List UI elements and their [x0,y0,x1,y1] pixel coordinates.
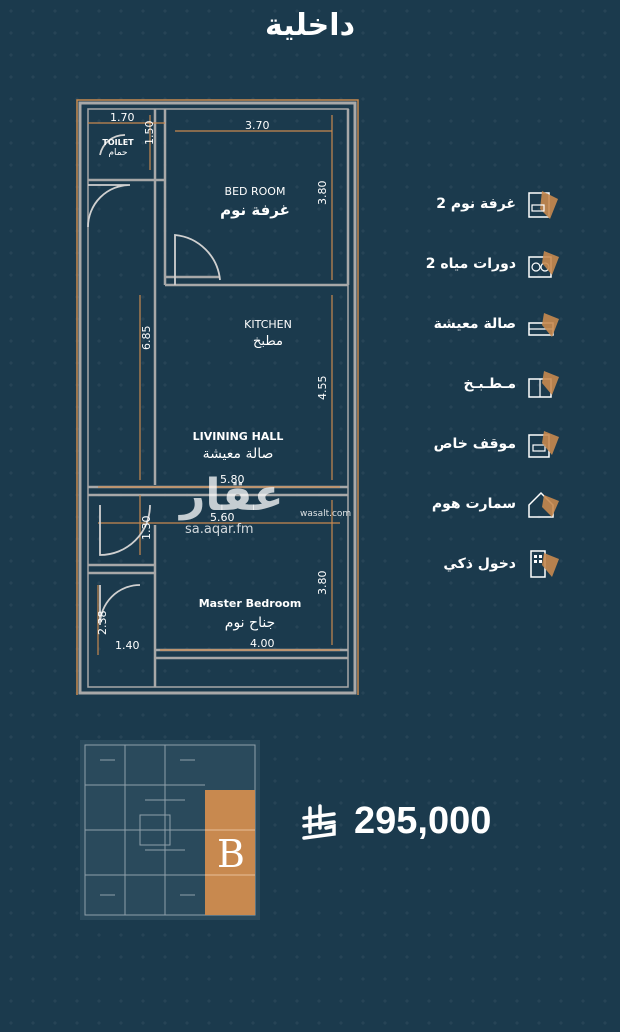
dim-3-70: 3.70 [245,119,270,132]
bathroom-icon [528,251,559,278]
dim-1-40: 1.40 [115,639,140,652]
feature-bathrooms: 2 دورات مياه [390,244,560,284]
building-floor-map: B [80,740,260,924]
price: 295,000 [300,800,491,843]
dim-3-80-top: 3.80 [316,181,329,206]
dim-1-30: 1.30 [140,516,153,541]
feature-label: دخول ذكي [443,556,516,572]
dim-4-55: 4.55 [316,376,329,401]
feature-kitchen: مـطـبـخ [390,364,560,404]
kitchen-label-ar: مطبخ [253,334,283,349]
smart-home-icon [528,491,559,518]
saudi-riyal-icon [302,803,336,840]
dim-1-50: 1.50 [143,121,156,146]
kitchen-label-en: KITCHEN [244,318,292,331]
toilet-label-en: TOILET [102,138,134,147]
dim-1-70: 1.70 [110,111,135,124]
parking-icon [528,431,559,458]
feature-label: 2 دورات مياه [425,256,516,272]
master-bedroom-label-en: Master Bedroom [199,597,302,610]
feature-label: مـطـبـخ [463,376,516,392]
bedroom-label-ar: غرفة نوم [220,201,290,219]
feature-smart-entry: دخول ذكي [390,544,560,584]
master-bedroom-label-ar: جناح نوم [225,615,275,631]
living-label-ar: صالة معيشة [203,446,274,462]
watermark-url: sa.aqar.fm [185,522,254,537]
dim-5-60: 5.60 [210,511,235,524]
bedroom-icon [528,191,558,219]
dim-6-85: 6.85 [140,326,153,351]
toilet-label-ar: حمام [108,148,127,158]
smart-entry-icon [530,550,559,578]
page-title: داخلية [265,8,355,43]
kitchen-icon [528,371,559,398]
floor-plan: TOILET حمام BED ROOM غرفة نوم KITCHEN مط… [70,95,370,699]
dim-5-80: 5.80 [220,473,245,486]
unit-label: B [217,832,245,876]
living-label-en: LIVINING HALL [193,430,284,443]
feature-smart-home: سمارت هوم [390,484,560,524]
feature-label: 2 غرفة نوم [436,196,516,212]
feature-bedrooms: 2 غرفة نوم [390,184,560,224]
watermark-logo: عقار [180,470,284,521]
feature-label: سمارت هوم [431,496,516,512]
feature-parking: موقف خاص [390,424,560,464]
price-value: 295,000 [354,800,492,842]
watermark-small-url: wasalt.com [300,509,352,519]
dim-2-38: 2.38 [96,611,109,636]
bedroom-label-en: BED ROOM [225,185,286,198]
feature-label: موقف خاص [433,436,516,452]
dim-4-00: 4.00 [250,637,275,650]
living-room-icon [528,313,559,337]
feature-living-room: صالة معيشة [390,304,560,344]
feature-label: صالة معيشة [433,316,516,332]
dim-3-80-bottom: 3.80 [316,571,329,596]
